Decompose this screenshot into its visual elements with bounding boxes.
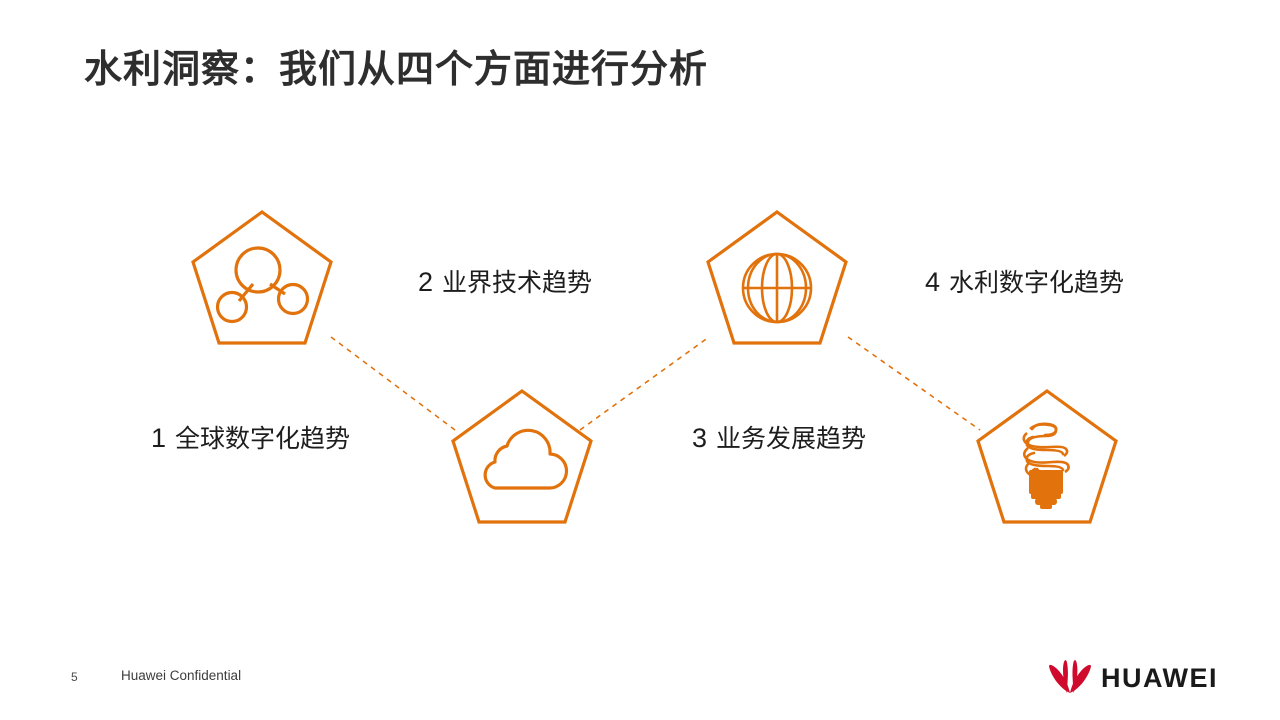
diagram-node-1[interactable]: [187, 206, 337, 349]
diagram-caption-1: 1 全球数字化趋势: [151, 419, 350, 455]
huawei-flower-icon: [1049, 660, 1091, 693]
slide-footer: 5 Huawei Confidential HUAWEI: [0, 656, 1280, 720]
globe-icon: [741, 252, 813, 324]
caption-1-label: 全球数字化趋势: [175, 426, 351, 453]
caption-2-number: 2: [418, 267, 434, 297]
pentagon-outline: [451, 389, 593, 524]
lightbulb-coil-icon: [1025, 422, 1065, 481]
diagram-node-2[interactable]: [447, 385, 597, 528]
connector-1-2: [330, 336, 456, 431]
caption-4-label: 水利数字化趋势: [949, 270, 1125, 297]
huawei-logo: HUAWEI: [1048, 660, 1218, 696]
network-nodes-icon: [215, 246, 310, 324]
lightbulb-base-icon: [1029, 470, 1063, 509]
caption-1-number: 1: [151, 423, 167, 453]
caption-3-number: 3: [692, 423, 708, 453]
diagram-node-4[interactable]: [972, 385, 1122, 528]
confidentiality-note: Huawei Confidential: [121, 668, 242, 683]
connector-2-3: [579, 336, 710, 431]
cloud-icon: [483, 428, 569, 490]
huawei-wordmark: HUAWEI: [1101, 662, 1218, 693]
caption-3-label: 业务发展趋势: [716, 426, 867, 453]
page-title: 水利洞察：我们从四个方面进行分析: [84, 49, 709, 92]
connector-3-4: [847, 336, 981, 431]
pentagon-outline: [976, 389, 1118, 524]
pentagon-outline: [191, 210, 333, 345]
diagram-caption-4: 4 水利数字化趋势: [925, 263, 1124, 299]
diagram-node-3[interactable]: [702, 206, 852, 349]
diagram-caption-2: 2 业界技术趋势: [418, 263, 592, 299]
caption-4-number: 4: [925, 267, 941, 297]
pentagon-outline: [706, 210, 848, 345]
diagram-caption-3: 3 业务发展趋势: [692, 419, 866, 455]
caption-2-label: 业界技术趋势: [442, 270, 593, 297]
page-number: 5: [71, 670, 78, 684]
